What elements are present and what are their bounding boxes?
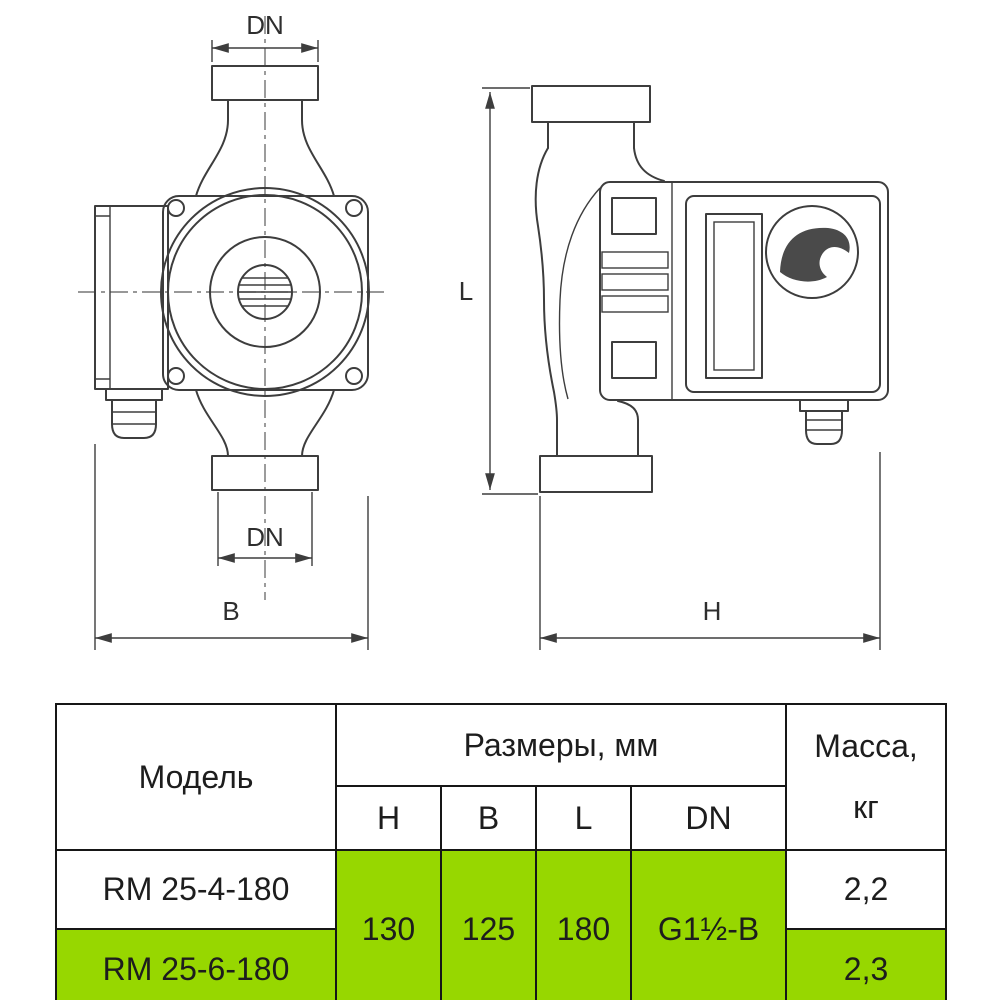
mass-cell-row2: 2,3 bbox=[785, 928, 948, 1000]
pump-views-svg: DN DN B L H bbox=[78, 10, 889, 650]
sizes-header-cell: Размеры, мм bbox=[334, 703, 788, 787]
mass-header-line2: кг bbox=[853, 789, 879, 825]
col-header-h: H bbox=[335, 785, 442, 851]
pump-technical-drawing: DN DN B L H bbox=[78, 10, 889, 650]
mass-header-line1: Масса, bbox=[814, 728, 918, 765]
value-cell-b: 125 bbox=[440, 849, 537, 1000]
dimensions-table: Модель Размеры, мм Масса, кг H B L DN RM … bbox=[55, 703, 948, 1000]
value-cell-h: 130 bbox=[335, 849, 442, 1000]
h-dimension-label: H bbox=[703, 596, 722, 626]
model-header-cell: Модель bbox=[55, 703, 337, 851]
col-header-l: L bbox=[535, 785, 632, 851]
model-cell-row2: RM 25-6-180 bbox=[55, 928, 337, 1000]
mass-header-cell: Масса, кг bbox=[785, 703, 948, 851]
dn-top-label: DN bbox=[246, 10, 284, 40]
value-cell-dn: G1½-B bbox=[629, 849, 788, 1000]
value-cell-l: 180 bbox=[535, 849, 632, 1000]
dn-bottom-label: DN bbox=[246, 522, 284, 552]
mass-cell-row1: 2,2 bbox=[785, 849, 948, 930]
l-dimension-label: L bbox=[459, 276, 473, 306]
model-cell-row1: RM 25-4-180 bbox=[55, 849, 337, 930]
speed-knob bbox=[765, 205, 859, 299]
dimension-annotations: DN DN B L H bbox=[94, 10, 881, 650]
col-header-dn: DN bbox=[629, 785, 788, 851]
col-header-b: B bbox=[440, 785, 537, 851]
b-dimension-label: B bbox=[222, 596, 239, 626]
side-view bbox=[531, 85, 889, 493]
front-view bbox=[78, 16, 386, 600]
